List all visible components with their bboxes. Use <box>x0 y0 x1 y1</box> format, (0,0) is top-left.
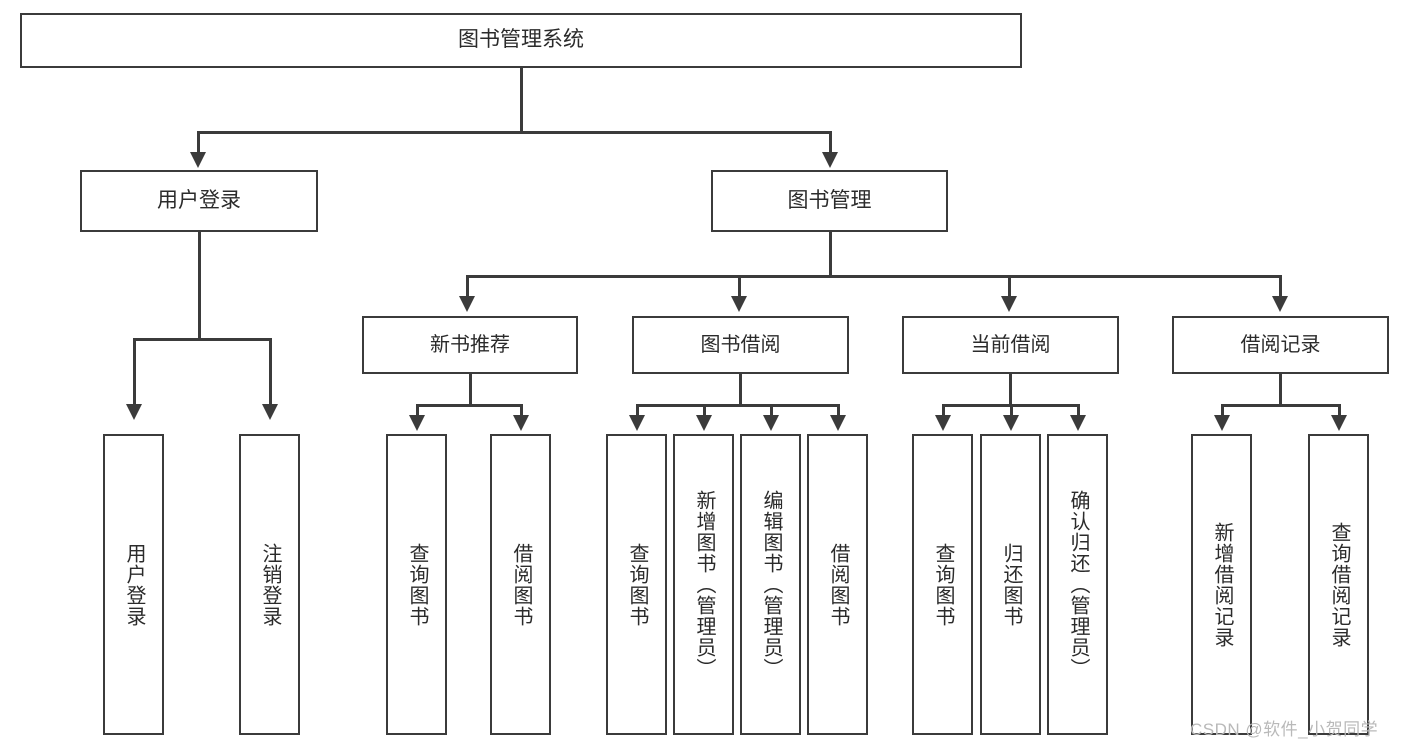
connector-record-stem <box>1279 374 1282 406</box>
node-label: 归还图书 <box>1000 542 1022 627</box>
connector-book-mgmt-to-current <box>1008 275 1011 299</box>
arrow-book-mgmt-to-borrow <box>731 296 747 312</box>
connector-record-to-leaf-1 <box>1221 404 1224 418</box>
connector-user-login-stem <box>198 232 201 340</box>
arrow-book-mgmt-to-current <box>1001 296 1017 312</box>
node-label: 新增图书（管理员） <box>693 490 715 679</box>
node-label: 借阅记录 <box>1240 333 1321 356</box>
connector-borrow-bus <box>636 404 839 407</box>
node-label: 编辑图书（管理员） <box>760 490 782 679</box>
node-book-management[interactable]: 图书管理 <box>711 170 948 232</box>
connector-book-mgmt-stem <box>829 232 832 277</box>
node-book-borrow[interactable]: 图书借阅 <box>632 316 849 374</box>
arrow-borrow-to-leaf-4 <box>830 415 846 431</box>
connector-root-bus <box>197 131 831 134</box>
arrow-current-to-leaf-2 <box>1003 415 1019 431</box>
node-borrow-record[interactable]: 借阅记录 <box>1172 316 1389 374</box>
node-label: 借阅图书 <box>510 542 532 627</box>
node-label: 当前借阅 <box>970 333 1051 356</box>
node-user-login[interactable]: 用户登录 <box>80 170 318 232</box>
arrow-record-to-leaf-1 <box>1214 415 1230 431</box>
arrow-record-to-leaf-2 <box>1331 415 1347 431</box>
arrow-user-login-to-leaf-1 <box>126 404 142 420</box>
node-root-system[interactable]: 图书管理系统 <box>20 13 1022 68</box>
node-label: 查询图书 <box>932 542 954 627</box>
connector-current-to-leaf-3 <box>1077 404 1080 418</box>
connector-book-mgmt-to-recommend <box>466 275 469 299</box>
leaf-current-confirm-return-admin[interactable]: 确认归还（管理员） <box>1047 434 1108 735</box>
connector-current-to-leaf-2 <box>1010 404 1013 418</box>
node-label: 新增借阅记录 <box>1211 521 1233 648</box>
connector-borrow-to-leaf-2 <box>703 404 706 418</box>
arrow-recommend-to-leaf-2 <box>513 415 529 431</box>
leaf-user-login-signout[interactable]: 注销登录 <box>239 434 300 735</box>
node-label: 注销登录 <box>259 542 281 627</box>
connector-borrow-to-leaf-4 <box>837 404 840 418</box>
connector-user-login-to-leaf-1 <box>133 338 136 406</box>
connector-recommend-stem <box>469 374 472 406</box>
arrow-borrow-to-leaf-2 <box>696 415 712 431</box>
node-label: 用户登录 <box>123 542 145 627</box>
node-new-book-recommend[interactable]: 新书推荐 <box>362 316 578 374</box>
leaf-record-add-record[interactable]: 新增借阅记录 <box>1191 434 1252 735</box>
connector-root-stem <box>520 68 523 133</box>
leaf-borrow-add-book-admin[interactable]: 新增图书（管理员） <box>673 434 734 735</box>
connector-user-login-bus <box>133 338 271 341</box>
leaf-current-return-book[interactable]: 归还图书 <box>980 434 1041 735</box>
node-label: 图书管理 <box>787 188 872 212</box>
connector-current-to-leaf-1 <box>942 404 945 418</box>
arrow-book-mgmt-to-recommend <box>459 296 475 312</box>
arrow-current-to-leaf-1 <box>935 415 951 431</box>
connector-book-mgmt-to-record <box>1279 275 1282 299</box>
connector-user-login-to-leaf-2 <box>269 338 272 406</box>
connector-book-mgmt-to-borrow <box>738 275 741 299</box>
node-label: 图书管理系统 <box>458 28 584 52</box>
arrow-borrow-to-leaf-3 <box>763 415 779 431</box>
connector-record-bus <box>1221 404 1340 407</box>
leaf-current-query-book[interactable]: 查询图书 <box>912 434 973 735</box>
node-label: 新书推荐 <box>430 333 510 356</box>
leaf-record-query-record[interactable]: 查询借阅记录 <box>1308 434 1369 735</box>
connector-borrow-stem <box>739 374 742 406</box>
connector-borrow-to-leaf-1 <box>636 404 639 418</box>
leaf-recommend-borrow-book[interactable]: 借阅图书 <box>490 434 551 735</box>
node-label: 用户登录 <box>157 188 241 212</box>
leaf-user-login-signin[interactable]: 用户登录 <box>103 434 164 735</box>
arrow-book-mgmt-to-record <box>1272 296 1288 312</box>
node-label: 借阅图书 <box>827 542 849 627</box>
node-current-borrow[interactable]: 当前借阅 <box>902 316 1119 374</box>
arrow-user-login-to-leaf-2 <box>262 404 278 420</box>
node-label: 查询图书 <box>406 542 428 627</box>
connector-recommend-to-leaf-2 <box>520 404 523 418</box>
connector-root-to-book-mgmt <box>829 131 832 156</box>
node-label: 查询借阅记录 <box>1328 521 1350 648</box>
node-label: 确认归还（管理员） <box>1067 490 1089 679</box>
leaf-borrow-borrow-book[interactable]: 借阅图书 <box>807 434 868 735</box>
connector-current-stem <box>1009 374 1012 406</box>
arrow-root-to-book-mgmt <box>822 152 838 168</box>
arrow-current-to-leaf-3 <box>1070 415 1086 431</box>
connector-recommend-bus <box>416 404 522 407</box>
node-label: 图书借阅 <box>700 333 781 356</box>
connector-recommend-to-leaf-1 <box>416 404 419 418</box>
arrow-root-to-user-login <box>190 152 206 168</box>
leaf-borrow-query-book[interactable]: 查询图书 <box>606 434 667 735</box>
connector-book-mgmt-bus <box>466 275 1281 278</box>
leaf-recommend-query-book[interactable]: 查询图书 <box>386 434 447 735</box>
connector-root-to-user-login <box>197 131 200 156</box>
connector-record-to-leaf-2 <box>1338 404 1341 418</box>
leaf-borrow-edit-book-admin[interactable]: 编辑图书（管理员） <box>740 434 801 735</box>
connector-borrow-to-leaf-3 <box>770 404 773 418</box>
arrow-borrow-to-leaf-1 <box>629 415 645 431</box>
node-label: 查询图书 <box>626 542 648 627</box>
arrow-recommend-to-leaf-1 <box>409 415 425 431</box>
